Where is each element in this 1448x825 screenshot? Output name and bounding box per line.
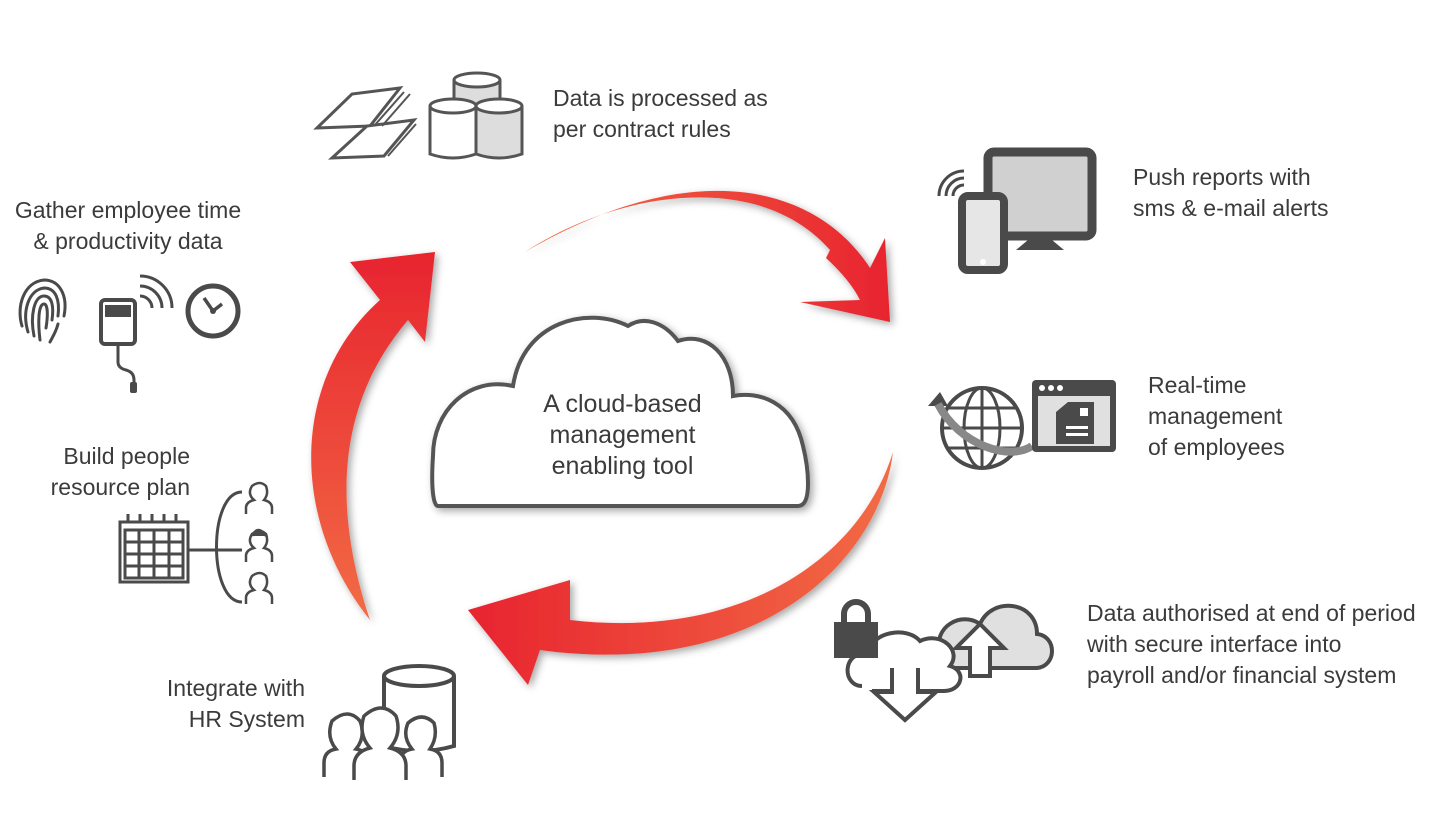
step-realtime-label: Real-time management of employees — [1148, 372, 1285, 460]
arrow-bottom — [468, 452, 893, 685]
step-gather-label: Gather employee time & productivity data — [14, 197, 242, 254]
fingerprint-icon — [18, 278, 67, 344]
people-list-icon — [244, 481, 274, 604]
wireless-signal-icon — [139, 274, 174, 309]
arrow-top — [525, 190, 890, 322]
folded-papers-icon — [313, 86, 418, 160]
calendar-icon — [118, 514, 190, 584]
devices-icon — [937, 147, 1097, 274]
arrow-left — [311, 252, 435, 620]
step-authorise-label: Data authorised at end of period with se… — [1087, 600, 1416, 688]
step-push-label: Push reports with sms & e-mail alerts — [1133, 164, 1329, 221]
globe-arrow-icon — [928, 380, 1116, 470]
clock-icon — [185, 283, 241, 339]
step-integrate-label: Integrate with HR System — [166, 675, 305, 732]
wireless-signal-icon — [937, 169, 965, 197]
secure-cloud-icon — [834, 599, 1054, 723]
time-clock-device-icon — [99, 274, 174, 393]
resource-plan-icon — [118, 481, 274, 604]
browser-window-icon — [1032, 380, 1116, 452]
cloud-upload-icon — [932, 603, 1054, 678]
people-group-icon — [322, 706, 444, 780]
central-cloud — [430, 315, 810, 508]
step-plan-label: Build people resource plan — [50, 443, 190, 500]
hr-system-icon — [322, 664, 456, 780]
step-process-label: Data is processed as per contract rules — [553, 85, 768, 142]
database-stack-icon — [428, 71, 524, 160]
central-title: A cloud-based management enabling tool — [543, 390, 702, 480]
padlock-icon — [834, 599, 878, 658]
desktop-monitor-icon — [1016, 240, 1064, 250]
mobile-phone-icon — [958, 192, 1008, 274]
